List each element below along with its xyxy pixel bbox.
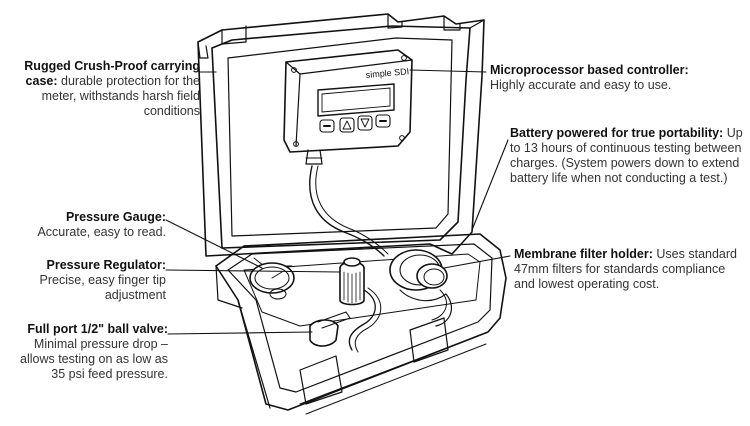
callout-controller-title: Microprocessor based controller:: [490, 63, 689, 77]
pressure-regulator: [339, 257, 365, 306]
leader-controller: [409, 69, 487, 73]
callout-pressure-regulator-body: Precise, easy finger tip adjustment: [39, 273, 166, 302]
ball-valve: [309, 311, 351, 347]
callout-membrane-filter: Membrane filter holder: Uses standard 47…: [514, 247, 748, 292]
leader-membrane: [443, 255, 511, 269]
membrane-filter-holder: [389, 249, 453, 327]
case-lid: [197, 13, 485, 257]
callout-carrying-case-body: durable protection for the meter, withst…: [41, 74, 200, 118]
callout-carrying-case-title: Rugged Crush-Proof carrying case:: [24, 59, 200, 88]
callout-membrane-filter-body: Uses standard 47mm filters for standards…: [514, 247, 738, 291]
callout-ball-valve-title: Full port 1/2" ball valve:: [27, 322, 168, 336]
pressure-gauge: [249, 262, 295, 300]
callout-pressure-gauge-body: Accurate, easy to read.: [37, 225, 166, 239]
tubing: [348, 289, 376, 351]
callout-ball-valve: Full port 1/2" ball valve: Minimal press…: [6, 322, 168, 382]
callout-controller-body: Highly accurate and easy to use.: [490, 78, 672, 92]
controller-cable: [309, 165, 385, 257]
callout-battery: Battery powered for true portability: Up…: [510, 126, 745, 186]
callout-controller: Microprocessor based controller: Highly …: [490, 63, 745, 93]
controller-cable-edge: [315, 165, 389, 255]
callout-pressure-gauge: Pressure Gauge: Accurate, easy to read.: [6, 210, 166, 240]
leader-valve: [167, 331, 313, 335]
leader-lines: [165, 69, 511, 335]
tubing-edge: [354, 287, 382, 353]
leader-regulator: [165, 269, 341, 273]
callout-carrying-case: Rugged Crush-Proof carrying case: durabl…: [6, 59, 200, 119]
callout-membrane-filter-title: Membrane filter holder:: [514, 247, 653, 261]
callout-battery-title: Battery powered for true portability:: [510, 126, 724, 140]
callout-pressure-regulator-title: Pressure Regulator:: [46, 258, 166, 272]
leader-gauge: [165, 219, 263, 269]
leader-battery: [471, 139, 509, 231]
callout-pressure-gauge-title: Pressure Gauge:: [65, 210, 166, 224]
brand-label: simple SDI: [365, 66, 409, 80]
callout-pressure-regulator: Pressure Regulator: Precise, easy finger…: [6, 258, 166, 303]
callout-ball-valve-body: Minimal pressure drop – allows testing o…: [20, 337, 168, 381]
callout-battery-body: Up to 13 hours of continuous testing bet…: [510, 126, 743, 185]
controller-box: [283, 49, 413, 165]
case-base: [215, 233, 507, 415]
